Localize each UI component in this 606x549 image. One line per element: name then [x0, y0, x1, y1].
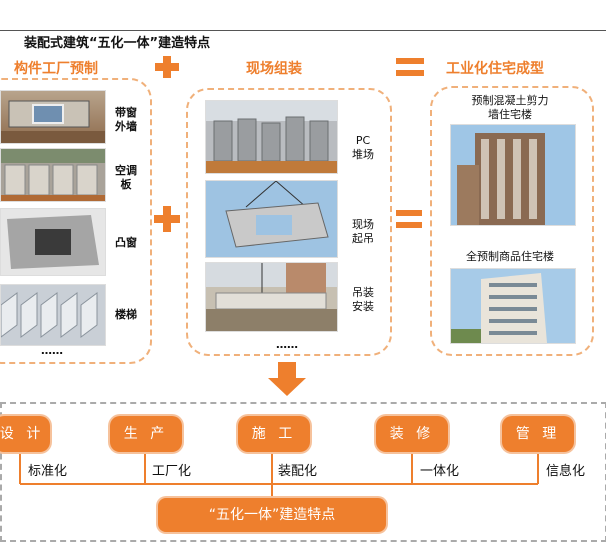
- result-label-shear-wall: 预制混凝土剪力 墙住宅楼: [442, 94, 578, 122]
- result-photo-shear-wall-building: [450, 124, 576, 226]
- phase-caption-informatization: 信息化: [546, 460, 585, 479]
- equals-icon: [394, 56, 426, 78]
- phase-caption-standardization: 标准化: [28, 460, 67, 479]
- factory-label-ac-board: 空调 板: [108, 164, 144, 192]
- equals-icon: [394, 208, 424, 230]
- header-factory: 构件工厂预制: [14, 58, 98, 78]
- phase-button-production[interactable]: 生 产: [110, 416, 182, 452]
- five-in-one-banner: “五化一体”建造特点: [158, 498, 386, 532]
- site-photo-installation: [205, 262, 338, 332]
- page-title: 装配式建筑“五化一体”建造特点: [24, 32, 210, 51]
- site-photo-hoisting: [205, 180, 338, 258]
- factory-photo-ac-board: [0, 148, 106, 202]
- phase-button-construction[interactable]: 施 工: [238, 416, 310, 452]
- phase-caption-integration: 一体化: [420, 460, 459, 479]
- site-label-pc-yard: PC 堆场: [344, 134, 382, 162]
- factory-label-stairs: 楼梯: [108, 308, 144, 322]
- site-more: ……: [268, 338, 306, 352]
- header-site: 现场组装: [246, 58, 302, 78]
- down-arrow-icon: [266, 362, 308, 398]
- phase-caption-assembly: 装配化: [278, 460, 317, 479]
- phase-caption-industrialization: 工厂化: [152, 460, 191, 479]
- factory-photo-stairs: [0, 284, 106, 346]
- factory-label-bay-window: 凸窗: [108, 236, 144, 250]
- header-result: 工业化住宅成型: [446, 58, 544, 78]
- site-photo-pc-yard: [205, 100, 338, 174]
- factory-photo-bay-window: [0, 208, 106, 276]
- factory-photo-window-wall: [0, 90, 106, 144]
- result-photo-prefab-building: [450, 268, 576, 344]
- factory-label-window-wall: 带窗 外墙: [108, 106, 144, 134]
- phase-button-management[interactable]: 管 理: [502, 416, 574, 452]
- phase-button-design[interactable]: 设 计: [0, 416, 50, 452]
- site-label-installation: 吊装 安装: [344, 286, 382, 314]
- site-label-hoisting: 现场 起吊: [344, 218, 382, 246]
- plus-icon: [152, 54, 182, 80]
- factory-more: ……: [34, 344, 70, 358]
- phase-button-decoration[interactable]: 装 修: [376, 416, 448, 452]
- plus-icon: [152, 204, 182, 234]
- result-label-prefab-building: 全预制商品住宅楼: [442, 250, 578, 264]
